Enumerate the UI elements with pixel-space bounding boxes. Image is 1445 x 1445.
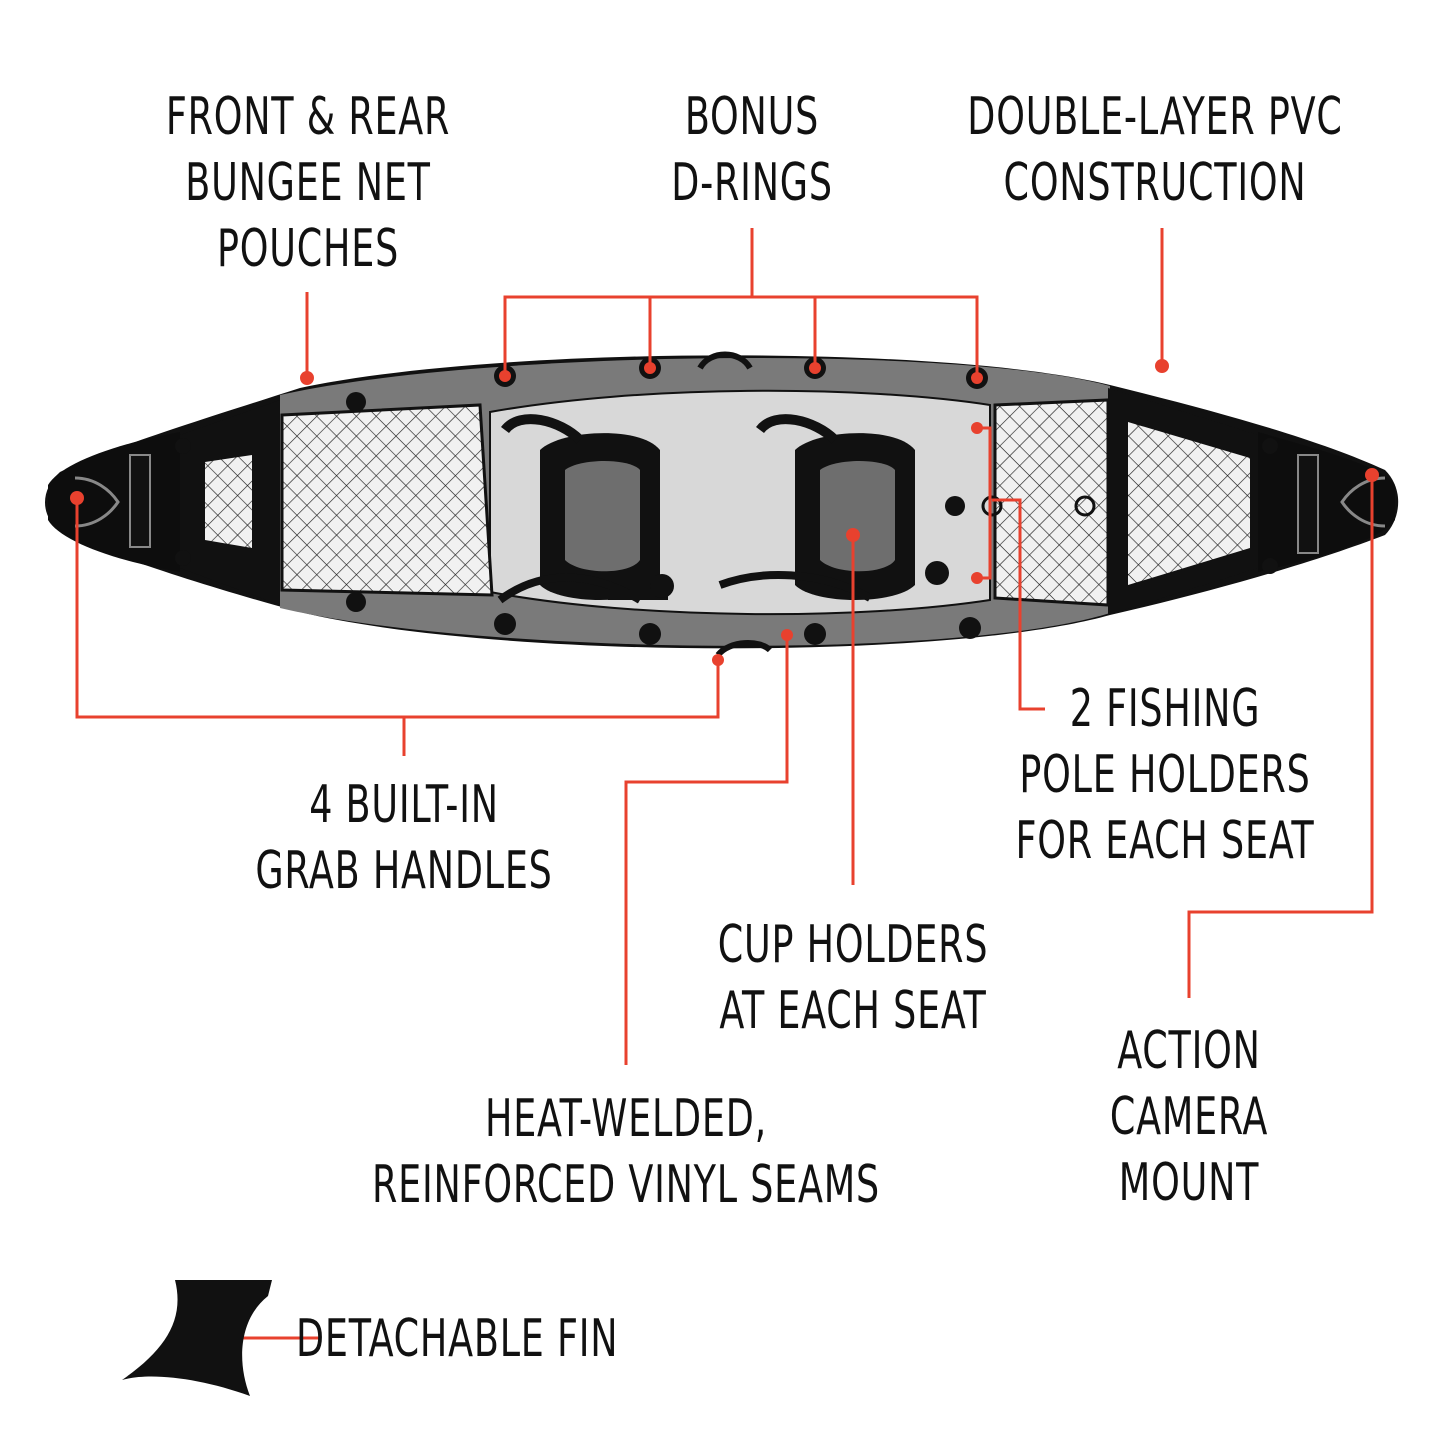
rear-net-pouch (993, 398, 1110, 607)
fishing-rod-holder-1 (945, 496, 965, 516)
stern-handle (1297, 454, 1319, 554)
detachable-fin-icon (122, 1280, 272, 1396)
front-net-pouch (280, 403, 494, 597)
callout-lines (75, 228, 1374, 1340)
callout-grab-handles: 4 BUILT-IN GRAB HANDLES (255, 775, 553, 901)
callout-pvc: DOUBLE-LAYER PVC CONSTRUCTION (967, 87, 1343, 213)
cup-holder-front (650, 574, 674, 598)
valve-icon (1074, 495, 1096, 517)
bow-handle (129, 454, 151, 548)
seat-rear (718, 414, 915, 602)
seat-front (497, 414, 668, 604)
callout-bungee-net: FRONT & REAR BUNGEE NET POUCHES (165, 87, 451, 279)
bow-loop-icon (74, 476, 120, 528)
bow-net-left (205, 455, 252, 548)
callout-cup-holders: CUP HOLDERS AT EACH SEAT (717, 915, 989, 1041)
grab-handle-top (697, 351, 753, 370)
fishing-rod-holder-2 (981, 495, 1003, 517)
d-ring-grommets (175, 357, 1278, 645)
bow-tip (48, 432, 180, 572)
callout-d-rings: BONUS D-RINGS (671, 87, 833, 213)
callout-fin: DETACHABLE FIN (296, 1309, 619, 1369)
callout-seams: HEAT-WELDED, REINFORCED VINYL SEAMS (372, 1089, 880, 1215)
callout-fishing-holders: 2 FISHING POLE HOLDERS FOR EACH SEAT (1015, 679, 1315, 871)
stern-net-right (1128, 422, 1250, 585)
cup-holder-rear (925, 561, 949, 585)
grab-handle-bottom (715, 640, 773, 658)
callout-camera-mount: ACTION CAMERA MOUNT (1109, 1021, 1269, 1213)
stern-tip (1258, 432, 1395, 572)
